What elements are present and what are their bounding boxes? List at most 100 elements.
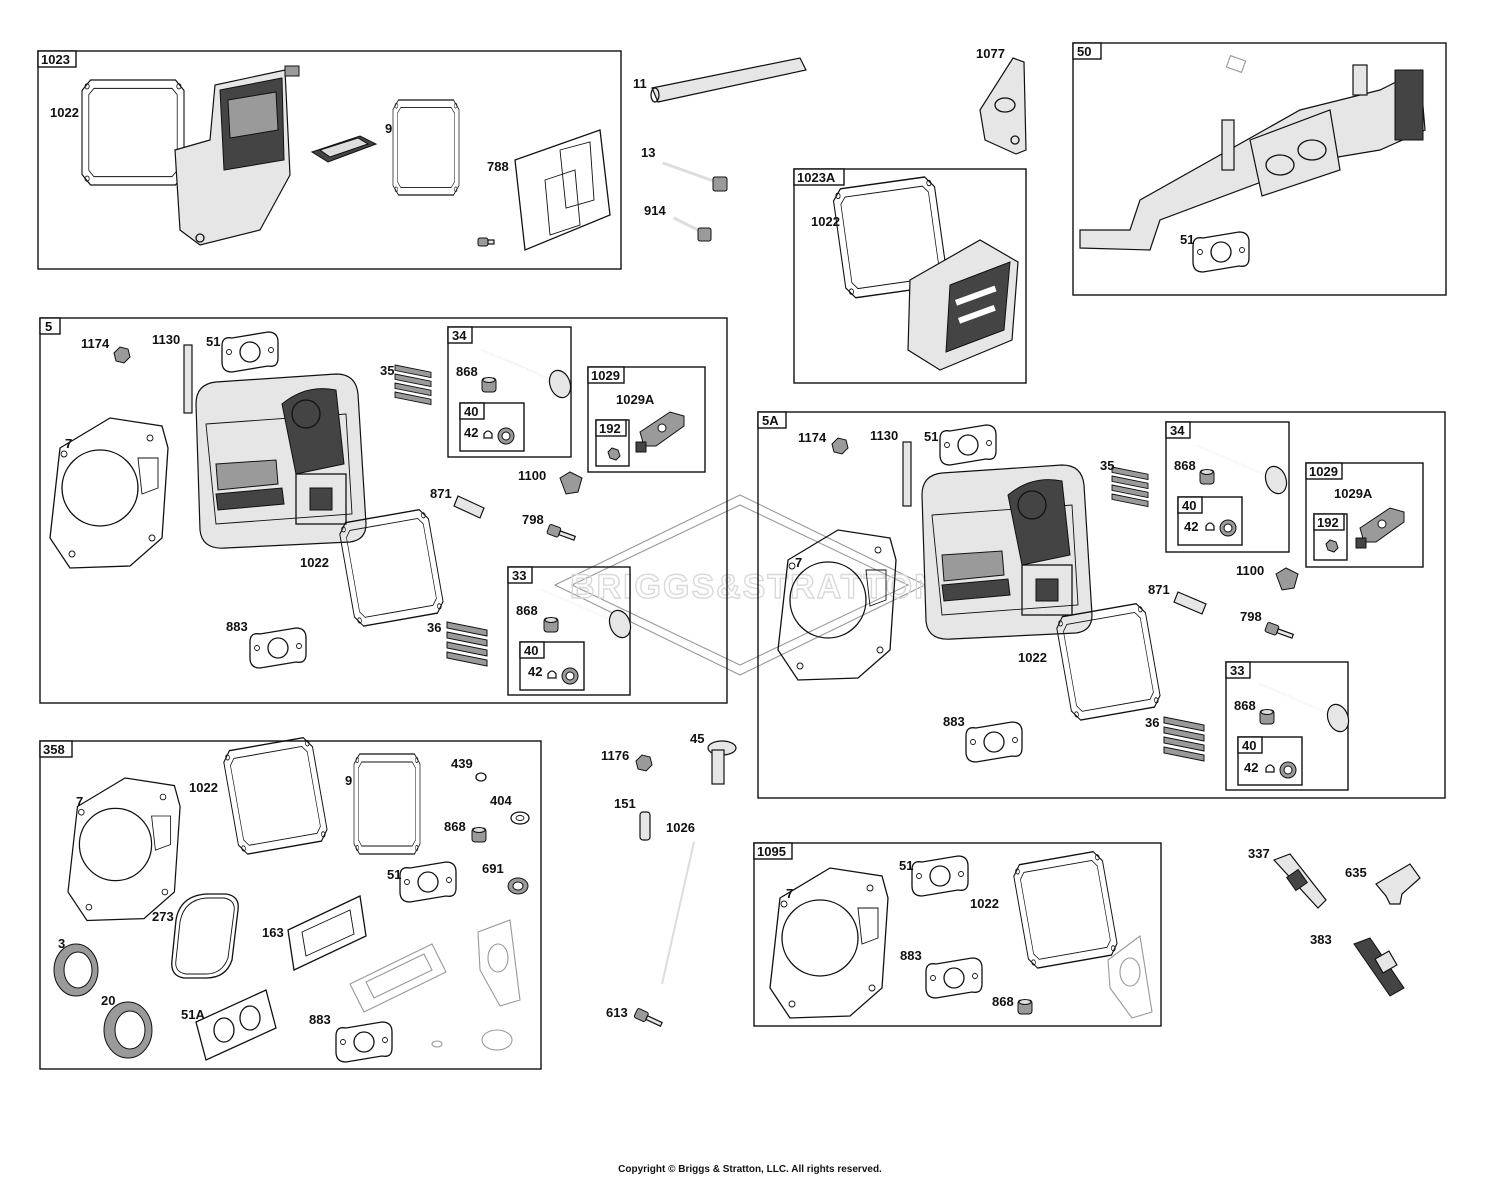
- part-798-bolt-5[interactable]: [545, 523, 577, 544]
- part-883-gasket-358[interactable]: [335, 1021, 393, 1063]
- label-1022-1023a: 1022: [811, 214, 840, 229]
- part-9-gasket-358[interactable]: [353, 753, 421, 855]
- part-1022-gasket-1095[interactable]: [1011, 849, 1120, 971]
- part-7-head-gasket-358[interactable]: [67, 777, 181, 922]
- label-383: 383: [1310, 932, 1332, 947]
- part-51-gasket-358[interactable]: [399, 861, 457, 903]
- part-45-tappet[interactable]: [707, 740, 737, 785]
- group-1023a: 1023A 1022: [793, 168, 1027, 384]
- label-868-5a-33: 868: [1234, 698, 1256, 713]
- part-1022-gasket-358[interactable]: [221, 735, 330, 857]
- part-798-bolt-5a[interactable]: [1263, 621, 1295, 642]
- part-51-gasket-1095[interactable]: [911, 855, 969, 897]
- part-883-gasket-1095[interactable]: [925, 957, 983, 999]
- label-13: 13: [641, 145, 655, 160]
- part-163-gasket[interactable]: [287, 895, 367, 971]
- part-788-screw[interactable]: [477, 237, 495, 247]
- part-868-bushing-5a-33[interactable]: [1259, 709, 1275, 725]
- box-5a-34-tag: [1165, 421, 1191, 439]
- part-36-spring-5[interactable]: [446, 621, 488, 667]
- box-5-34-label: 34: [452, 328, 467, 343]
- part-871-pin-5a[interactable]: [1173, 591, 1207, 615]
- part-192-nut-5[interactable]: [607, 447, 621, 461]
- part-1095-flange-grey[interactable]: [1107, 935, 1153, 1019]
- part-3-seal[interactable]: [53, 943, 99, 997]
- part-192-nut-5a[interactable]: [1325, 539, 1339, 553]
- part-273-gasket[interactable]: [171, 893, 239, 979]
- part-35-spring-5[interactable]: [394, 364, 432, 406]
- box-5a-34-label: 34: [1170, 423, 1185, 438]
- part-1100-guide-5[interactable]: [559, 471, 583, 495]
- part-1174-nut-5a[interactable]: [831, 437, 849, 455]
- part-1023-cover[interactable]: [174, 65, 300, 246]
- part-868-bushing-5-33[interactable]: [543, 617, 559, 633]
- box-5-34-tag: [447, 326, 473, 344]
- part-50-manifold[interactable]: [1079, 64, 1426, 251]
- part-5-cylinder-head[interactable]: [195, 373, 367, 549]
- part-20-seal[interactable]: [103, 1001, 153, 1059]
- part-1023a-cover[interactable]: [907, 239, 1019, 371]
- part-50-fitting[interactable]: [1225, 54, 1247, 74]
- label-51-5: 51: [206, 334, 220, 349]
- part-13-bolt[interactable]: [662, 161, 728, 192]
- part-868-bushing-5a-34[interactable]: [1199, 469, 1215, 485]
- part-358-gasket-grey[interactable]: [349, 943, 447, 1013]
- box-5-1029-192-label: 192: [599, 421, 621, 436]
- part-42-seal-5-34[interactable]: [483, 427, 515, 445]
- part-439-ring[interactable]: [475, 772, 487, 782]
- part-51-gasket-5[interactable]: [221, 331, 279, 373]
- part-34-valve-5[interactable]: [481, 349, 575, 402]
- label-20: 20: [101, 993, 115, 1008]
- part-1077-bracket[interactable]: [979, 57, 1027, 155]
- part-1023-breather-plate[interactable]: [310, 135, 378, 163]
- box-1023a-frame: [793, 168, 1027, 384]
- watermark: BRIGGS&STRATTON: [553, 494, 939, 676]
- part-358-flange-grey[interactable]: [477, 919, 521, 1007]
- part-51a-gasket[interactable]: [195, 989, 277, 1061]
- group-1023: 1023 1022 9 788: [37, 50, 622, 270]
- part-1174-nut-5[interactable]: [113, 346, 131, 364]
- label-1100-5: 1100: [518, 468, 546, 483]
- part-42-seal-5a-34[interactable]: [1205, 519, 1237, 537]
- part-1029a-rocker-5[interactable]: [635, 411, 685, 453]
- part-914-bolt[interactable]: [673, 216, 712, 242]
- part-358-small-rings-grey[interactable]: [431, 1029, 513, 1051]
- part-868-bushing-1095[interactable]: [1017, 999, 1033, 1015]
- part-871-pin-5[interactable]: [453, 495, 485, 519]
- part-35-spring-5a[interactable]: [1111, 466, 1149, 508]
- part-383-terminal[interactable]: [1353, 937, 1405, 997]
- part-635-boot[interactable]: [1375, 863, 1421, 905]
- part-337-spark-plug[interactable]: [1272, 853, 1327, 909]
- label-51a: 51A: [181, 1007, 205, 1022]
- part-613-bolt[interactable]: [633, 1007, 664, 1030]
- part-1026-pushrod[interactable]: [661, 841, 695, 985]
- part-42-seal-5a-33[interactable]: [1265, 761, 1297, 779]
- part-1176-nut[interactable]: [635, 754, 653, 772]
- part-868-bushing-5-34[interactable]: [481, 377, 497, 393]
- part-1022-gasket-1023[interactable]: [81, 79, 185, 186]
- label-9-1023: 9: [385, 121, 392, 136]
- part-51-gasket-5a[interactable]: [939, 424, 997, 466]
- part-33-valve-5a[interactable]: [1259, 683, 1353, 736]
- part-1100-guide-5a[interactable]: [1275, 567, 1299, 591]
- label-9-358: 9: [345, 773, 352, 788]
- part-691-seal[interactable]: [507, 877, 529, 895]
- part-42-seal-5-33[interactable]: [547, 667, 579, 685]
- part-11-tube[interactable]: [650, 57, 807, 103]
- part-404-washer[interactable]: [510, 811, 530, 825]
- part-788-plate[interactable]: [514, 129, 611, 251]
- part-868-bushing-358[interactable]: [471, 827, 487, 843]
- part-36-spring-5a[interactable]: [1163, 716, 1205, 762]
- part-1029a-rocker-5a[interactable]: [1355, 507, 1405, 549]
- part-151-pin[interactable]: [639, 811, 651, 841]
- label-3: 3: [58, 936, 65, 951]
- label-871-5: 871: [430, 486, 452, 501]
- part-883-gasket-5[interactable]: [249, 627, 307, 669]
- part-9-gasket-1023[interactable]: [392, 99, 460, 196]
- part-1130-pin-5a[interactable]: [902, 441, 912, 507]
- part-1130-pin-5[interactable]: [183, 344, 193, 414]
- label-51-50: 51: [1180, 232, 1194, 247]
- part-883-gasket-5a[interactable]: [965, 721, 1023, 763]
- part-51-gasket-50[interactable]: [1192, 231, 1250, 273]
- part-5a-cylinder-head[interactable]: [921, 464, 1093, 640]
